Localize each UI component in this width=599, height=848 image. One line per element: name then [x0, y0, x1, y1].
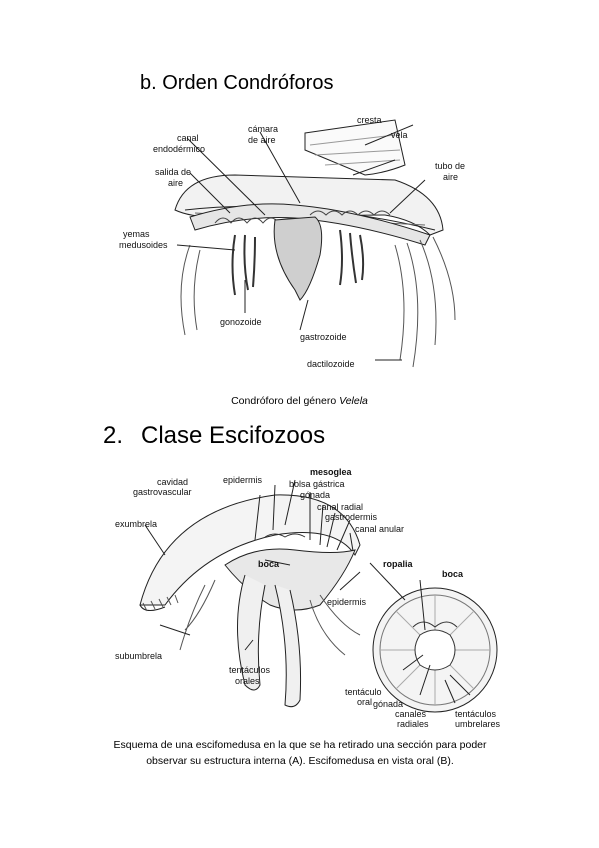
label-tubo-2: aire	[443, 172, 458, 182]
label-boca-b: boca	[442, 569, 464, 579]
caption-text: Condróforo del género	[231, 395, 340, 407]
caption-line-2: observar su estructura interna (A). Esci…	[146, 755, 454, 767]
label-canal-1: canal	[177, 133, 199, 143]
caption-line-1: Esquema de una escifomedusa en la que se…	[113, 739, 487, 751]
label-epidermis-mid: epidermis	[327, 597, 367, 607]
section-number: 2.	[103, 422, 124, 449]
label-bolsa-gastrica: bolsa gástrica	[289, 479, 345, 489]
label-canal-anular: canal anular	[355, 524, 404, 534]
label-salida-2: aire	[168, 178, 183, 188]
label-tentaculos-orales-1: tentáculos	[229, 665, 271, 675]
label-camara-2: de aire	[248, 135, 276, 145]
label-gonada-top: gónada	[300, 490, 330, 500]
label-canales-1: canales	[395, 709, 427, 719]
label-canal-radial: canal radial	[317, 502, 363, 512]
label-salida-1: salida de	[155, 167, 191, 177]
figure-caption-escifomedusa: Esquema de una escifomedusa en la que se…	[70, 737, 530, 769]
label-canal-2: endodérmico	[153, 144, 205, 154]
label-gonozoide: gonozoide	[220, 317, 262, 327]
label-cavidad-2: gastrovascular	[133, 487, 192, 497]
label-epidermis-top: epidermis	[223, 475, 263, 485]
label-dactilozoide: dactilozoide	[307, 359, 355, 369]
label-tentaculo-oral-1: tentáculo	[345, 687, 382, 697]
label-tubo-1: tubo de	[435, 161, 465, 171]
label-tentaculos-umbrelares-2: umbrelares	[455, 719, 501, 729]
label-exumbrela: exumbrela	[115, 519, 157, 529]
label-ropalia: ropalia	[383, 559, 414, 569]
label-camara-1: cámara	[248, 124, 278, 134]
label-vela: vela	[391, 130, 408, 140]
label-yemas-2: medusoides	[119, 240, 168, 250]
section-2-heading: Clase Escifozoos	[141, 422, 326, 449]
label-tentaculo-oral-2: oral	[357, 697, 372, 707]
label-mesoglea: mesoglea	[310, 467, 353, 477]
caption-genus: Velela	[339, 395, 368, 407]
label-canales-2: radiales	[397, 719, 429, 729]
label-gastrodermis: gastrodermis	[325, 512, 378, 522]
label-gonada-b: gónada	[373, 699, 403, 709]
label-cavidad-1: cavidad	[157, 477, 188, 487]
condroforo-illustration: cresta vela cámara de aire canal endodér…	[119, 115, 465, 369]
escifomedusa-illustration: mesoglea cavidad gastrovascular epidermi…	[115, 467, 501, 729]
label-tentaculos-orales-2: orales	[235, 676, 260, 686]
figure-caption-condroforo: Condróforo del género Velela	[0, 395, 599, 407]
section-b-heading: b. Orden Condróforos	[140, 72, 334, 94]
label-subumbrela: subumbrela	[115, 651, 162, 661]
label-yemas-1: yemas	[123, 229, 150, 239]
label-boca-a: boca	[258, 559, 280, 569]
label-cresta: cresta	[357, 115, 382, 125]
label-gastrozoide: gastrozoide	[300, 332, 347, 342]
label-tentaculos-umbrelares-1: tentáculos	[455, 709, 497, 719]
